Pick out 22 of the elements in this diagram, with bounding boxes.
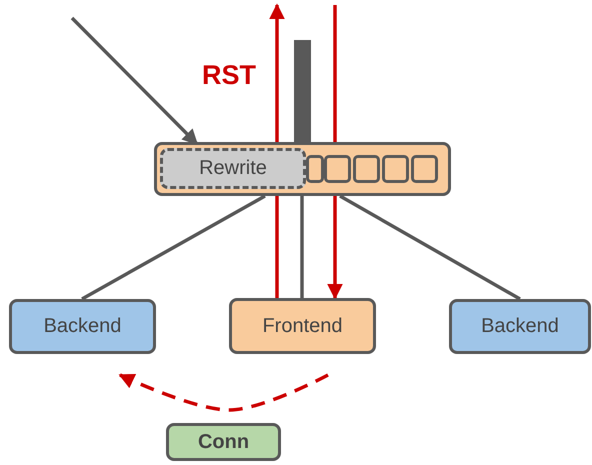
connection-arrow [118, 373, 329, 412]
node-label: Backend [44, 315, 122, 338]
rewrite-box [160, 148, 306, 189]
uplink-bar [294, 40, 311, 142]
port-box [411, 155, 438, 183]
port-box [382, 155, 409, 183]
signal-label: RST [202, 60, 256, 91]
node-label: Rewrite [199, 157, 267, 180]
link-line [81, 194, 266, 301]
server-box [449, 299, 591, 354]
node-label: Conn [198, 430, 250, 454]
conn-box [166, 423, 281, 461]
port-box [353, 155, 380, 183]
node-label: Frontend [262, 314, 343, 338]
node-label: Backend [481, 315, 559, 338]
link-line [339, 194, 521, 301]
port-box [306, 155, 324, 183]
link-line [300, 196, 304, 298]
server-box [229, 298, 376, 354]
port-box [324, 155, 351, 183]
server-box [9, 299, 156, 354]
switch-box [154, 142, 451, 196]
